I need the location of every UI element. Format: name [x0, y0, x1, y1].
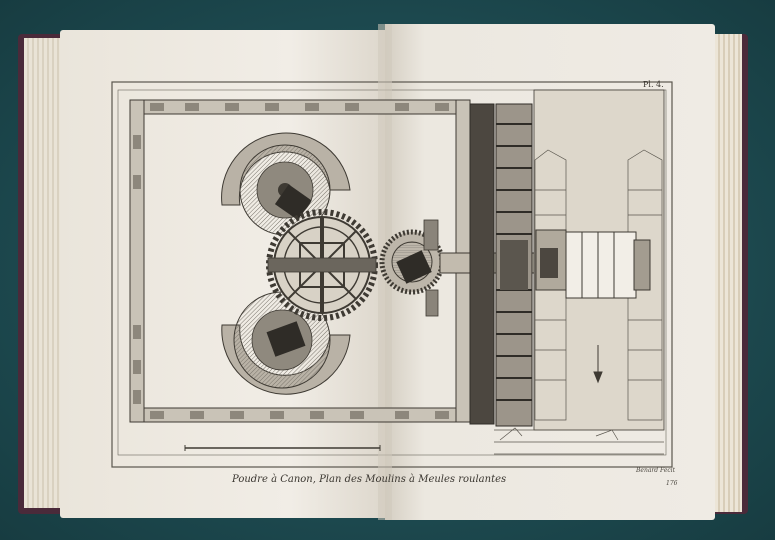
lower-millstone: [221, 291, 351, 395]
partition-wall: [469, 103, 495, 425]
plate-caption: Poudre à Canon, Plan des Moulins à Meule…: [232, 474, 507, 485]
water-wheel: [495, 103, 533, 427]
lantern-gear: [379, 219, 445, 317]
plate-number: Pl. 4.: [643, 80, 664, 89]
wall-blocks: [133, 103, 449, 419]
scale-bar: [184, 445, 381, 451]
page-number: 176: [666, 480, 678, 487]
upper-millstone: [221, 132, 351, 236]
foundation: [494, 427, 664, 455]
main-shaft: [267, 257, 377, 273]
sluice-block: [535, 229, 651, 299]
engraver-signature: Benard Fecit: [636, 467, 676, 474]
flow-arrow: [593, 345, 603, 384]
